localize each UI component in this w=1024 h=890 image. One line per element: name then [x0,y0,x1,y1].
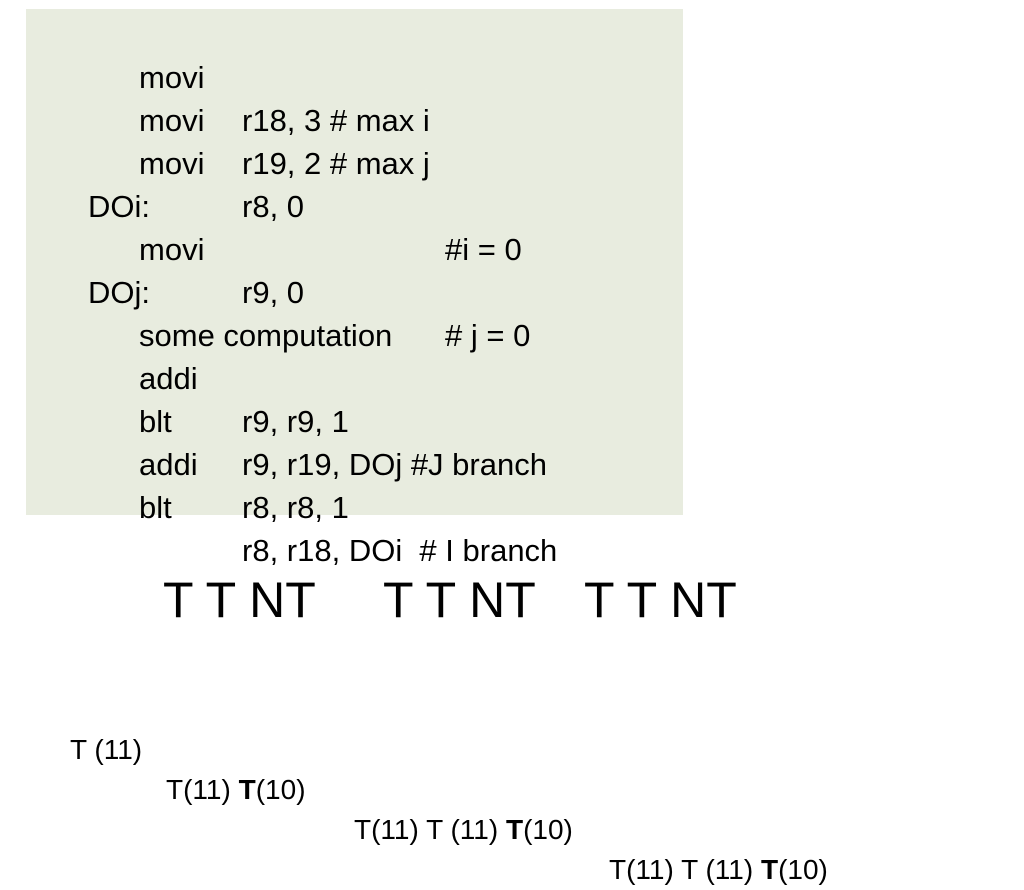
predictor-state: T(11) T (11) T(10) [609,854,828,885]
opcode: movi [139,103,205,138]
operands: r9, 0 [242,275,305,310]
code-comment: # j = 0 [445,318,531,353]
predictor-state: T(11) T(10) [166,774,306,805]
operands: r19, 2 # max j [242,146,430,181]
code-line: blt r8, r18, DOi # I branch [26,443,557,568]
opcode: blt [139,404,172,439]
opcode: movi [139,146,205,181]
code-text: some computation [139,318,393,353]
operands: r8, r18, DOi # I branch [242,533,558,568]
code-comment: #i = 0 [445,232,522,267]
operands: r9, r19, DOj #J branch [242,447,547,482]
code-line: DOi: [26,142,150,224]
operands: r9, r9, 1 [242,404,349,439]
operands: r18, 3 # max i [242,103,430,138]
opcode: blt [139,490,172,525]
opcode: movi [139,60,205,95]
code-line: blt r9, r19, DOj #J branch [26,357,547,482]
code-listing: movi r18, 3 # max i movi r19, 2 # max j … [26,9,683,568]
predictor-state: T (11) [70,734,143,765]
code-line: movi r18, 3 # max i [26,13,430,138]
code-line: movi r9, 0 # j = 0 [26,185,530,353]
branch-outcome-group: T T NT [163,572,316,628]
opcode: addi [139,447,198,482]
code-label: DOj: [88,275,150,310]
code-line: addi r8, r8, 1 [26,400,349,525]
branch-outcome-group: T T NT [383,572,536,628]
code-line: movi r19, 2 # max j [26,56,430,181]
code-line: some computation [26,271,392,353]
predictor-state-row: T (11) T(11) T(10) T(11) T (11) T(10) T(… [0,690,828,885]
branch-outcome-group: T T NT [584,572,737,628]
predictor-state: T(11) T (11) T(10) [354,814,573,845]
operands: r8, r8, 1 [242,490,349,525]
code-line: addi r9, r9, 1 [26,314,349,439]
opcode: addi [139,361,198,396]
code-line: DOj: [26,228,150,310]
code-line: movi r8, 0 #i = 0 [26,99,522,267]
code-label: DOi: [88,189,150,224]
operands: r8, 0 [242,189,305,224]
opcode: movi [139,232,205,267]
